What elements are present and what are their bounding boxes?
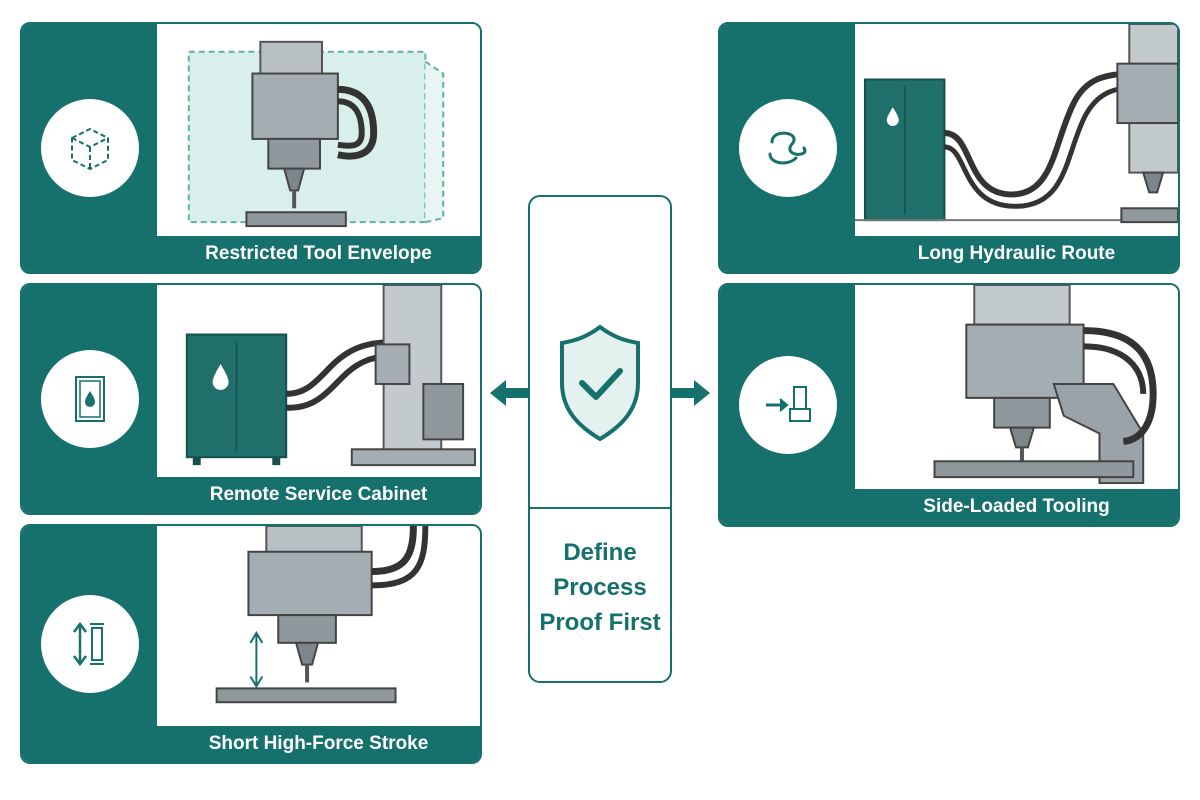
card-caption: Restricted Tool Envelope bbox=[157, 236, 480, 272]
center-decision-panel: Define Process Proof First bbox=[528, 195, 672, 683]
card-caption: Long Hydraulic Route bbox=[855, 236, 1178, 272]
card-caption: Side-Loaded Tooling bbox=[855, 489, 1178, 525]
envelope-press-illustration bbox=[157, 24, 480, 236]
card-caption: Short High-Force Stroke bbox=[157, 726, 480, 762]
stroke-arrow-icon bbox=[40, 595, 139, 693]
center-title-line: Process bbox=[553, 574, 647, 601]
card-icon-panel bbox=[720, 285, 855, 525]
shield-check-icon bbox=[550, 317, 650, 447]
center-title-line: Define bbox=[563, 539, 637, 566]
center-title: Define Process Proof First bbox=[530, 535, 670, 640]
cabinet-drop-icon bbox=[40, 350, 139, 448]
card-long-hydraulic-route: Long Hydraulic Route bbox=[718, 22, 1180, 274]
cabinet-press-illustration bbox=[157, 285, 480, 477]
card-caption: Remote Service Cabinet bbox=[157, 477, 480, 513]
card-restricted-tool-envelope: Restricted Tool Envelope bbox=[20, 22, 482, 274]
left-arrow-icon bbox=[490, 378, 528, 408]
center-title-line: Proof First bbox=[539, 609, 661, 636]
dashed-cube-icon bbox=[40, 99, 139, 197]
card-icon-panel bbox=[22, 285, 157, 513]
squiggle-hose-icon bbox=[738, 99, 837, 197]
card-remote-service-cabinet: Remote Service Cabinet bbox=[20, 283, 482, 515]
side-loaded-tooling-illustration bbox=[855, 285, 1178, 489]
side-load-arrow-icon bbox=[738, 356, 837, 454]
hydraulic-route-illustration bbox=[855, 24, 1178, 236]
stroke-press-illustration bbox=[157, 526, 480, 726]
card-short-high-force-stroke: Short High-Force Stroke bbox=[20, 524, 482, 764]
card-icon-panel bbox=[22, 526, 157, 762]
card-side-loaded-tooling: Side-Loaded Tooling bbox=[718, 283, 1180, 527]
card-icon-panel bbox=[22, 24, 157, 272]
center-divider bbox=[530, 507, 670, 509]
right-arrow-icon bbox=[672, 378, 710, 408]
card-icon-panel bbox=[720, 24, 855, 272]
